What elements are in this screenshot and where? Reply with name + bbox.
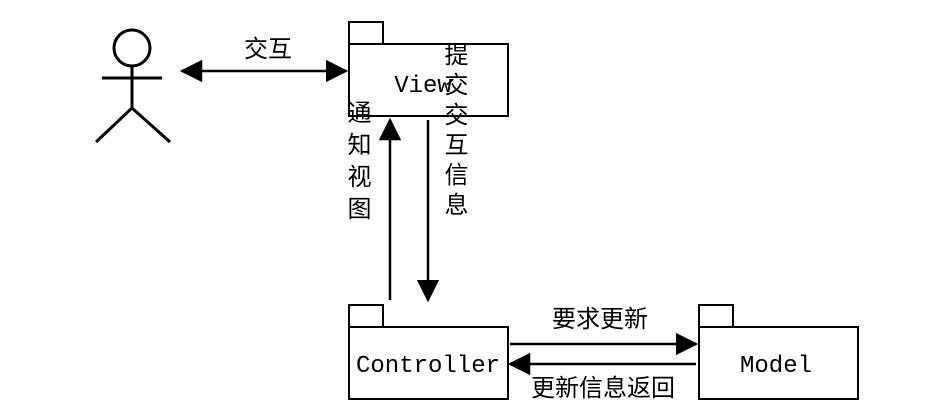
model-controller-label: 更新信息返回	[531, 374, 675, 402]
model-package	[698, 304, 859, 400]
model-package-tab	[698, 304, 734, 328]
view-package-body	[348, 43, 509, 117]
controller-package-body	[348, 326, 509, 400]
view-controller-label: 提交交互信息	[440, 42, 468, 222]
controller-model-label: 要求更新	[552, 305, 648, 333]
controller-view-label: 通知视图	[343, 100, 371, 228]
controller-package-tab	[348, 304, 384, 328]
controller-package	[348, 304, 509, 400]
controller-label: Controller	[356, 353, 500, 380]
user-view-label: 交互	[244, 35, 292, 63]
model-label: Model	[740, 353, 812, 380]
user-actor-icon	[94, 28, 172, 144]
view-label: View	[394, 73, 452, 100]
model-package-body	[698, 326, 859, 400]
view-package-tab	[348, 21, 384, 45]
view-package	[348, 21, 509, 117]
